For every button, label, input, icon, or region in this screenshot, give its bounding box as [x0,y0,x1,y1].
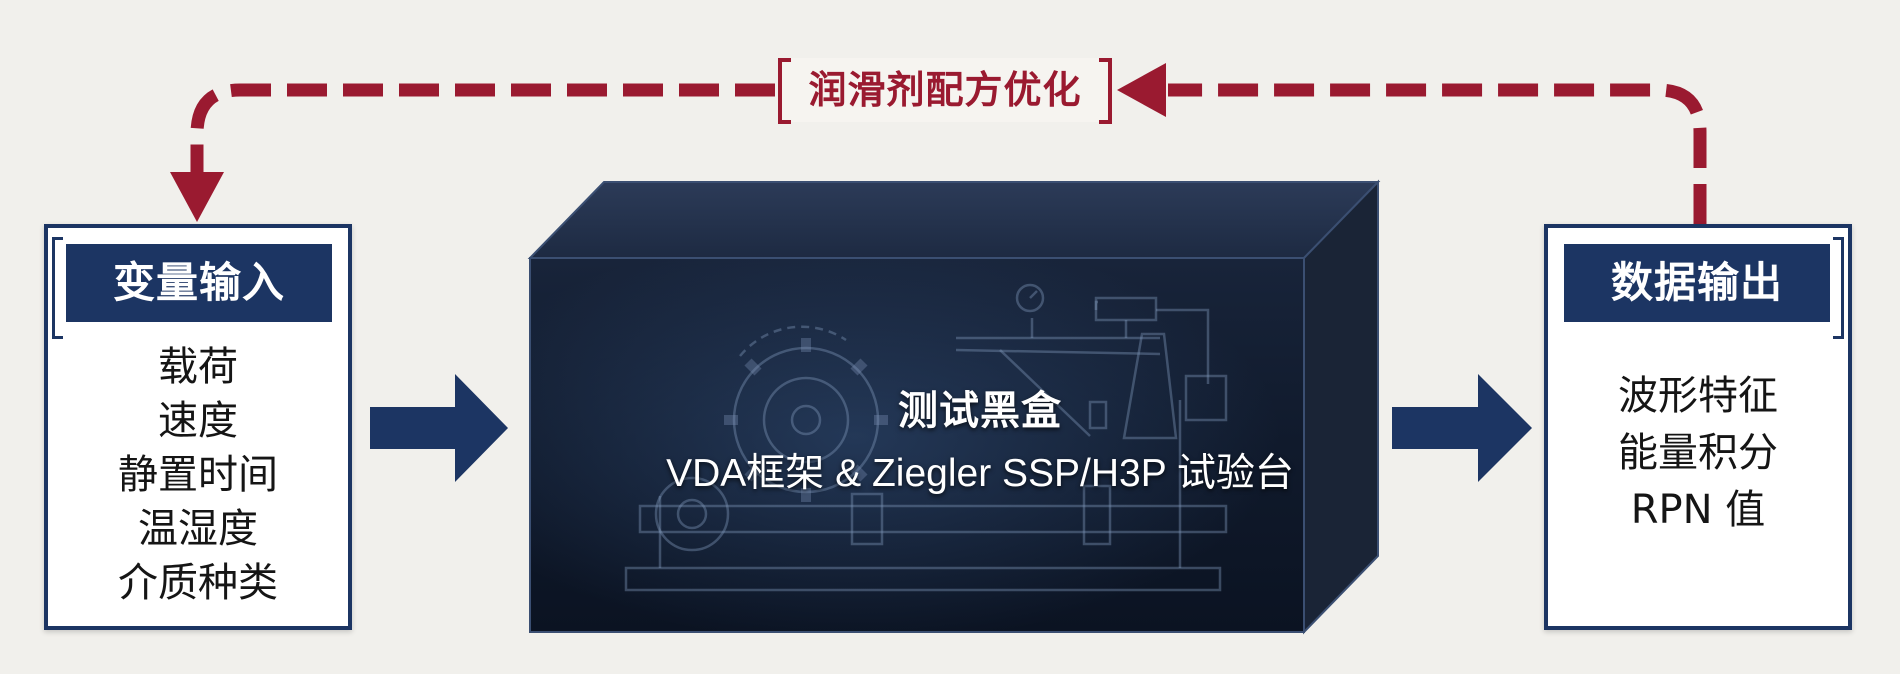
list-item: RPN 值 [1630,487,1766,533]
black-box-title: 测试黑盒 [898,388,1062,434]
feedback-arrowhead-down [170,172,224,222]
feedback-label: 润滑剂配方优化 [778,58,1112,124]
feedback-path-right [1168,83,1707,224]
flow-arrow-out [1392,374,1532,482]
list-item: 介质种类 [118,560,278,606]
list-item: 能量积分 [1618,430,1778,476]
feedback-label-left-bracket [778,58,791,124]
list-item: 波形特征 [1618,373,1778,419]
list-item: 温湿度 [138,506,258,552]
flow-arrow-in [370,374,508,482]
box-top-face [527,181,1381,259]
list-item: 静置时间 [118,452,278,498]
test-black-box [527,179,1381,635]
list-item: 速度 [158,398,238,444]
feedback-label-right-bracket [1099,58,1112,124]
feedback-label-text: 润滑剂配方优化 [808,68,1082,112]
output-panel-header: 数据输出 [1564,244,1830,322]
black-box-subtitle: VDA框架 & Ziegler SSP/H3P 试验台 [666,452,1294,495]
list-item: 载荷 [158,344,238,390]
feedback-arrowhead-left [1117,63,1166,117]
output-header-bracket [1833,237,1844,339]
data-output-panel: 数据输出 波形特征 能量积分 RPN 值 [1544,224,1852,630]
test-bench-schematic [624,283,1228,592]
feedback-loop [170,63,1707,224]
input-variables-panel: 变量输入 载荷 速度 静置时间 温湿度 介质种类 [44,224,352,630]
output-data-list: 波形特征 能量积分 RPN 值 [1548,368,1848,539]
feedback-path-left [190,83,775,172]
input-variable-list: 载荷 速度 静置时间 温湿度 介质种类 [48,340,348,610]
input-panel-header: 变量输入 [66,244,332,322]
input-header-bracket [52,237,63,339]
